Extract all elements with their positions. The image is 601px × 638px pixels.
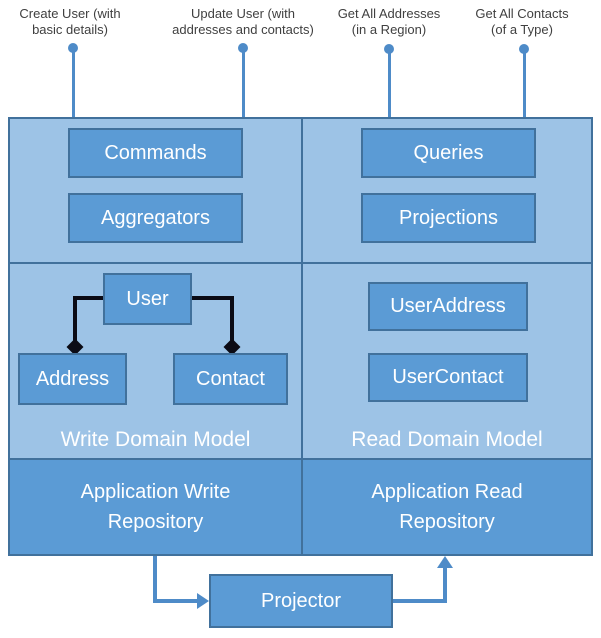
- address-box: Address: [18, 353, 127, 405]
- annotation-line: Get All Addresses: [337, 6, 441, 21]
- write-domain-model-panel: User Address Contact Write Domain Model: [8, 262, 301, 458]
- connector-user-contact: [230, 296, 234, 344]
- pin-dot-icon: [384, 44, 394, 54]
- annotation-line: Update User (with: [190, 6, 296, 21]
- application-write-repository-panel: Application Write Repository: [8, 458, 301, 554]
- connector-user-contact: [192, 296, 234, 300]
- annotation-line: Create User (with: [19, 6, 121, 21]
- annotation-create-user: Create User (with basic details): [0, 6, 140, 38]
- annotation-line: addresses and contacts): [172, 22, 314, 37]
- annotation-get-all-contacts: Get All Contacts (of a Type): [445, 6, 599, 38]
- connector-user-address: [73, 296, 107, 300]
- projector-label: Projector: [260, 589, 342, 612]
- commands-box: Commands: [68, 128, 243, 178]
- annotation-line: basic details): [32, 22, 108, 37]
- pin-line-get-all-addresses: [388, 53, 391, 117]
- contact-box: Contact: [173, 353, 288, 405]
- usercontact-label: UserContact: [392, 366, 504, 388]
- pin-dot-icon: [68, 43, 78, 53]
- annotation-line: (of a Type): [491, 22, 553, 37]
- aggregators-label: Aggregators: [101, 206, 210, 229]
- projector-box: Projector: [209, 574, 393, 628]
- pin-dot-icon: [238, 43, 248, 53]
- read-queries-panel: Queries Projections: [301, 117, 591, 262]
- useraddress-label: UserAddress: [390, 295, 506, 317]
- pin-dot-icon: [519, 44, 529, 54]
- address-label: Address: [35, 367, 110, 390]
- read-domain-model-panel: UserAddress UserContact Read Domain Mode…: [301, 262, 591, 458]
- connector-user-address: [73, 296, 77, 344]
- arrow-write-to-projector: [153, 556, 157, 603]
- arrow-projector-to-read: [443, 566, 447, 603]
- annotation-get-all-addresses: Get All Addresses (in a Region): [312, 6, 466, 38]
- pin-line-get-all-contacts: [523, 53, 526, 117]
- useraddress-box: UserAddress: [368, 282, 528, 331]
- user-box: User: [103, 273, 192, 325]
- contact-label: Contact: [196, 367, 265, 390]
- commands-label: Commands: [104, 141, 207, 164]
- application-read-repository-panel: Application Read Repository: [301, 458, 591, 554]
- projections-label: Projections: [399, 206, 498, 229]
- queries-box: Queries: [361, 128, 536, 178]
- annotation-line: (in a Region): [351, 22, 427, 37]
- annotation-line: Get All Contacts: [475, 6, 569, 21]
- read-domain-model-label: Read Domain Model: [351, 428, 543, 451]
- user-label: User: [126, 287, 169, 310]
- application-read-repository-label: Application Read Repository: [371, 481, 523, 533]
- cqrs-diagram: Commands Aggregators Queries Projections…: [8, 117, 593, 556]
- application-write-repository-label: Application Write Repository: [80, 481, 231, 533]
- arrowhead-right-icon: [197, 593, 209, 609]
- queries-label: Queries: [413, 141, 484, 164]
- write-commands-panel: Commands Aggregators: [8, 117, 301, 262]
- arrowhead-up-icon: [437, 556, 453, 568]
- usercontact-box: UserContact: [368, 353, 528, 402]
- projections-box: Projections: [361, 193, 536, 243]
- pin-line-update-user: [242, 52, 245, 117]
- annotation-update-user: Update User (with addresses and contacts…: [160, 6, 326, 38]
- write-domain-model-label: Write Domain Model: [60, 428, 251, 451]
- arrow-projector-to-read: [392, 599, 447, 603]
- pin-line-create-user: [72, 52, 75, 117]
- aggregators-box: Aggregators: [68, 193, 243, 243]
- arrow-write-to-projector: [153, 599, 199, 603]
